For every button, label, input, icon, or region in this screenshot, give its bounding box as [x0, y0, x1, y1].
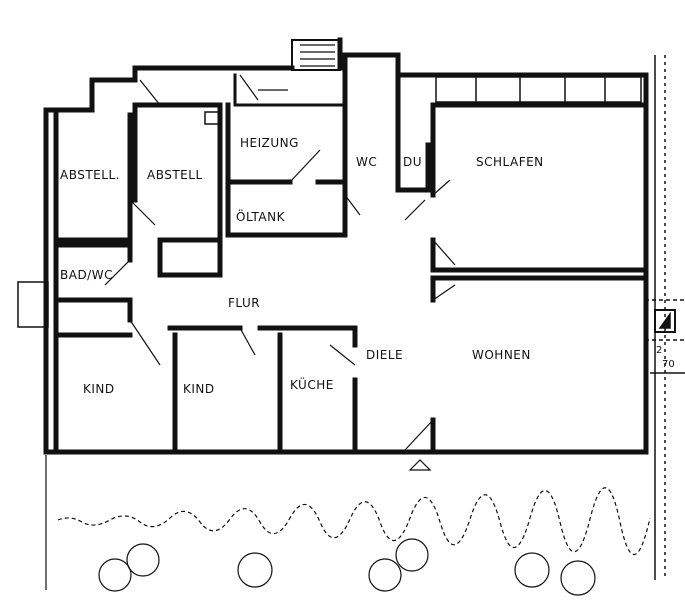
tree	[560, 560, 596, 596]
room-label-abstell-2: ABSTELL	[147, 168, 203, 182]
tree	[395, 538, 429, 572]
tree	[514, 552, 550, 588]
tree	[126, 543, 160, 577]
room-label-bad-wc: BAD/WC	[60, 268, 113, 282]
dimension-minor: 70	[662, 359, 675, 370]
room-label-wohnen: WOHNEN	[472, 348, 531, 362]
room-label-kind-1: KIND	[83, 382, 115, 396]
tree	[368, 558, 402, 592]
room-label-wc: WC	[356, 155, 378, 169]
room-label-heizung: HEIZUNG	[240, 136, 299, 150]
door-swings	[104, 44, 456, 471]
dimension-major: 2	[656, 345, 663, 356]
room-label-abstell-1: ABSTELL.	[60, 168, 120, 182]
room-label-oeltank: ÖLTANK	[236, 210, 285, 224]
room-label-schlafen: SCHLAFEN	[476, 155, 544, 169]
windows	[17, 55, 685, 580]
garden	[45, 455, 651, 596]
room-label-du: DU	[403, 155, 423, 169]
walls	[43, 37, 649, 455]
room-label-kind-2: KIND	[183, 382, 215, 396]
tree	[237, 552, 273, 588]
tree	[98, 558, 132, 592]
room-label-diele: DIELE	[366, 348, 404, 362]
room-label-flur: FLUR	[228, 296, 261, 310]
room-label-kueche: KÜCHE	[290, 378, 334, 392]
